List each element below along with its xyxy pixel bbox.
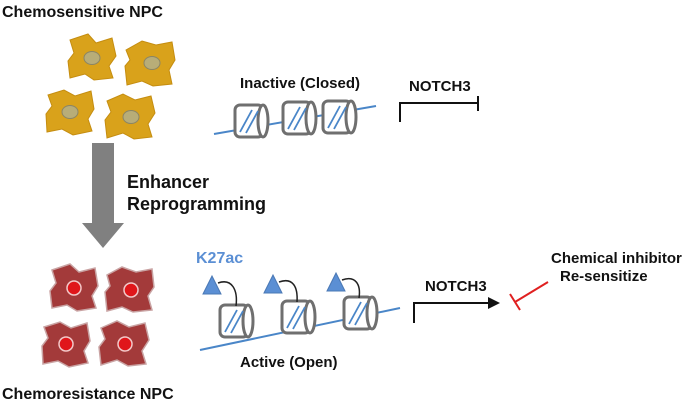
- active-notch3-label: NOTCH3: [425, 278, 487, 295]
- nucleosome: [342, 295, 379, 331]
- nucleosome: [233, 103, 270, 139]
- reprogramming-label: Reprogramming: [127, 194, 267, 214]
- active-gene-arrow: [413, 297, 500, 323]
- inhibitor-symbol: [509, 281, 549, 311]
- acetylation-marks: [202, 271, 361, 307]
- resistant-cell: [104, 266, 155, 313]
- k27ac-label: K27ac: [196, 250, 244, 267]
- sensitive-cell: [45, 89, 95, 136]
- resistant-cell: [41, 321, 91, 368]
- open-chromatin: [199, 295, 401, 351]
- resistant-cell: [49, 263, 99, 312]
- transition-arrow: [82, 143, 124, 248]
- resistant-cell: [98, 320, 150, 367]
- active-open-label: Active (Open): [240, 354, 338, 371]
- sensitive-cell: [67, 33, 117, 81]
- nucleosome: [281, 100, 318, 136]
- inactive-gene-symbol: [399, 96, 479, 122]
- nucleosome: [321, 99, 358, 135]
- chemoresistance-npc-label: Chemoresistance NPC: [2, 386, 174, 403]
- closed-chromatin: [213, 99, 377, 139]
- nucleosome: [218, 303, 255, 339]
- sensitive-cell: [104, 93, 156, 140]
- acetyl-mark: [326, 271, 361, 299]
- re-sensitize-label: Re-sensitize: [560, 268, 648, 285]
- sensitive-cell: [124, 40, 176, 87]
- inactive-closed-label: Inactive (Closed): [240, 75, 361, 92]
- enhancer-label: Enhancer: [127, 172, 210, 192]
- chemical-inhibitor-label: Chemical inhibitor: [551, 250, 682, 267]
- chemoresistant-cells: [41, 263, 155, 368]
- acetyl-mark: [202, 274, 238, 307]
- nucleosome: [280, 299, 317, 335]
- chemosensitive-npc-label: Chemosensitive NPC: [2, 4, 163, 21]
- acetyl-mark: [263, 273, 298, 303]
- inactive-notch3-label: NOTCH3: [409, 78, 471, 95]
- chemosensitive-cells: [45, 33, 176, 140]
